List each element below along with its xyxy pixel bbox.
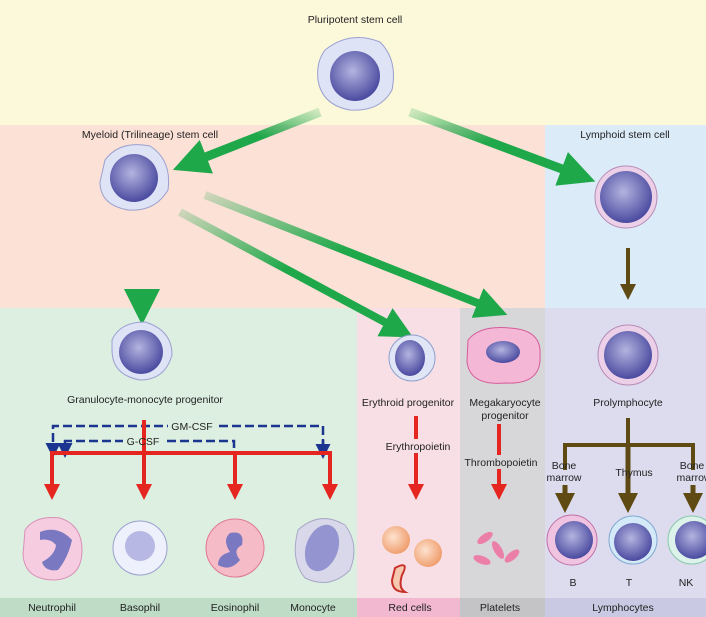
brown-arrows: [555, 248, 703, 513]
prolymphocyte-cell: [597, 324, 659, 386]
label-myeloid: Myeloid (Trilineage) stem cell: [82, 129, 218, 141]
monocyte-cell: [294, 518, 355, 583]
label-monocyte: Monocyte: [290, 602, 336, 614]
lymphoid-stem-cell: [594, 165, 658, 229]
label-lymphoid: Lymphoid stem cell: [580, 129, 669, 141]
label-strip-red-cells: [357, 598, 460, 617]
neutrophil-cell: [22, 517, 83, 581]
label-nk: NK: [679, 577, 694, 589]
label-strip-platelets: [460, 598, 545, 617]
label-erythropoietin: Erythropoietin: [386, 441, 451, 453]
label-b: B: [569, 577, 576, 589]
label-megakaryocyte-line2: progenitor: [481, 410, 529, 422]
label-pluripotent: Pluripotent stem cell: [308, 14, 403, 26]
label-bone-marrow-b-2: marrow: [546, 472, 581, 484]
label-strip-granulocyte: [0, 598, 357, 617]
label-bone-marrow-nk-1: Bone: [680, 460, 705, 472]
arrow-pluripotent-to-myeloid: [172, 107, 322, 174]
label-strip-lymphocytes: [545, 598, 706, 617]
gm-progenitor-cell: [111, 321, 173, 381]
platelets: [473, 531, 520, 565]
label-prolymphocyte: Prolymphocyte: [593, 397, 663, 409]
pluripotent-stem-cell: [317, 37, 394, 111]
label-gm-progenitor: Granulocyte-monocyte progenitor: [67, 394, 223, 406]
erythroid-progenitor-cell: [388, 334, 436, 382]
label-g-csf: G-CSF: [127, 436, 160, 448]
label-thymus: Thymus: [615, 467, 652, 479]
label-eosinophil: Eosinophil: [211, 602, 259, 614]
region-myeloid: [0, 125, 545, 308]
label-red-cells: Red cells: [388, 602, 431, 614]
myeloid-stem-cell: [99, 144, 170, 211]
label-megakaryocyte-line1: Megakaryocyte: [469, 397, 540, 409]
megakaryocyte-progenitor-cell: [466, 327, 541, 384]
arrow-myeloid-to-megakaryocyte: [203, 191, 508, 318]
red-cells: [382, 526, 442, 594]
label-lymphocytes: Lymphocytes: [592, 602, 653, 614]
nk-lymphocyte: [667, 515, 706, 565]
label-bone-marrow-b-1: Bone: [552, 460, 577, 472]
arrow-myeloid-to-erythroid: [178, 208, 414, 338]
label-neutrophil: Neutrophil: [28, 602, 76, 614]
label-bone-marrow-nk-2: marrow: [676, 472, 706, 484]
b-lymphocyte: [546, 514, 598, 566]
arrow-pluripotent-to-lymphoid: [408, 107, 596, 186]
eosinophil-cell: [205, 518, 265, 578]
label-thrombopoietin: Thrombopoietin: [465, 457, 538, 469]
label-gm-csf: GM-CSF: [171, 421, 212, 433]
label-t: T: [626, 577, 633, 589]
basophil-cell: [112, 520, 168, 576]
label-platelets: Platelets: [480, 602, 520, 614]
t-lymphocyte: [608, 515, 658, 565]
label-basophil: Basophil: [120, 602, 160, 614]
green-arrows: [124, 107, 596, 338]
label-erythroid-progenitor: Erythroid progenitor: [362, 397, 455, 409]
